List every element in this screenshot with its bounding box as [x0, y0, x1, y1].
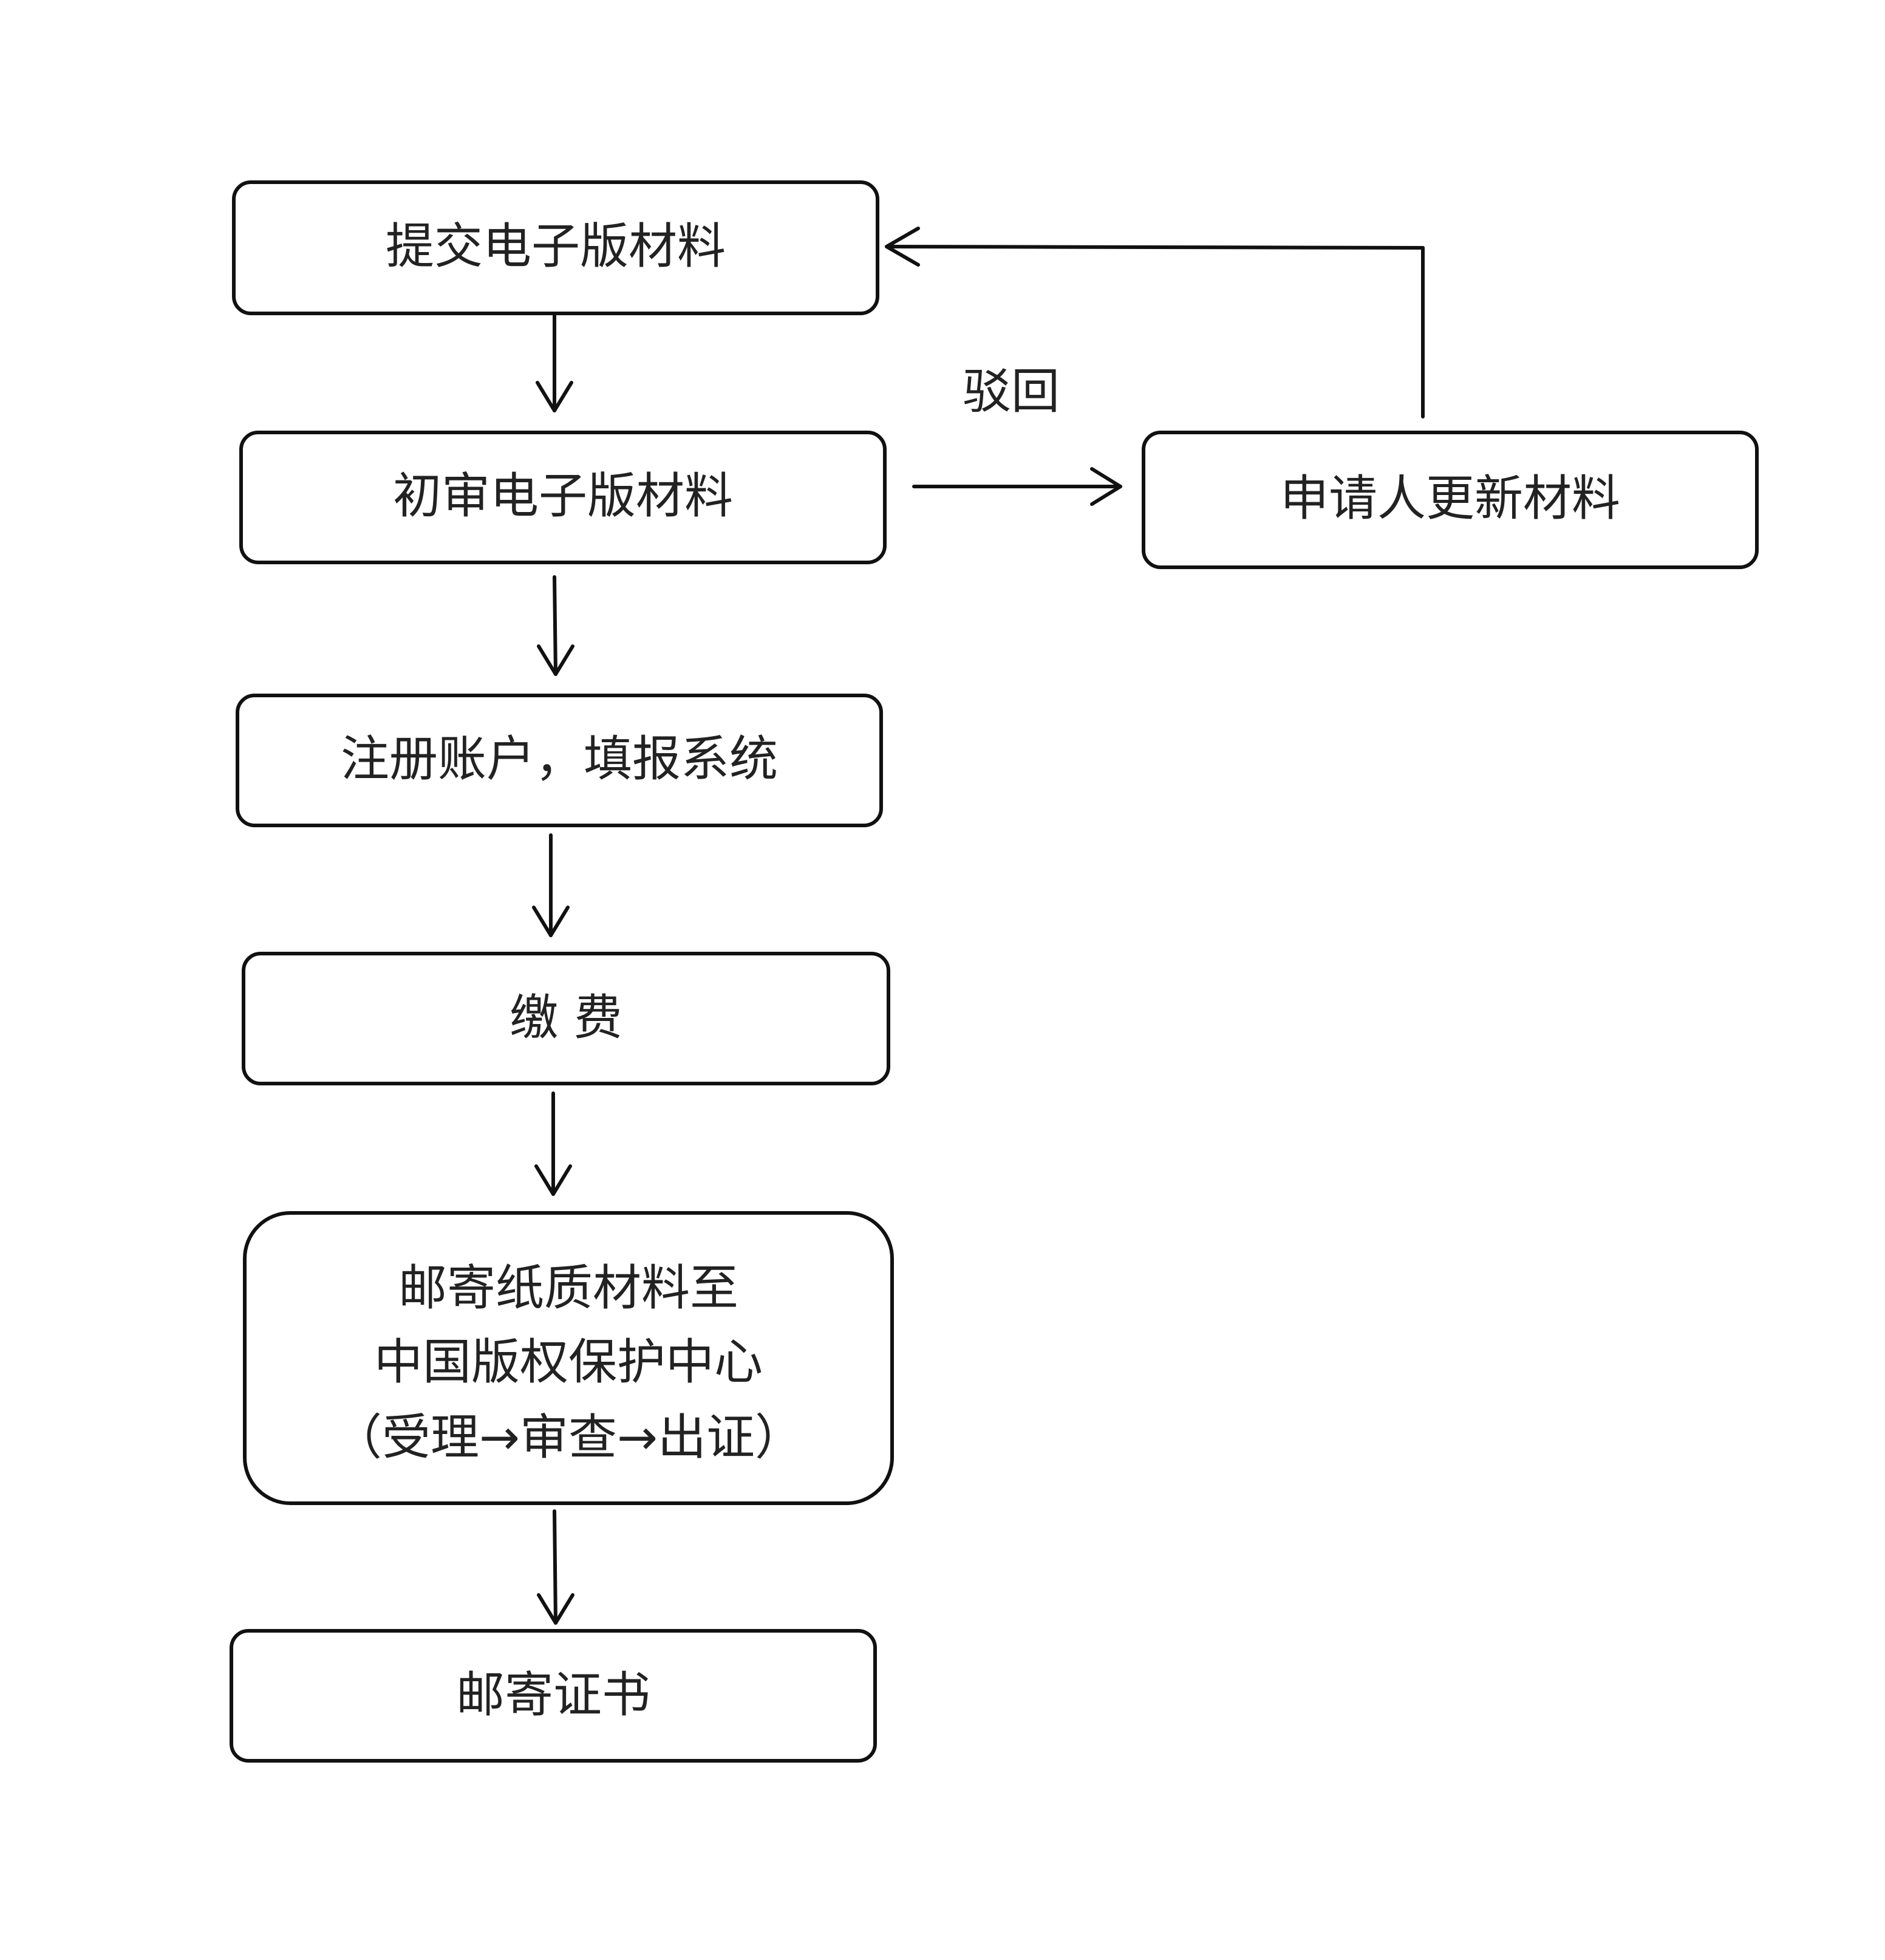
node-mail-materials-line2: 中国版权保护中心 — [374, 1334, 763, 1390]
node-payment: 缴 费 — [242, 952, 890, 1085]
arrow-review-to-register — [537, 575, 574, 676]
node-mail-certificate: 邮寄证书 — [230, 1629, 877, 1763]
arrow-register-to-payment — [532, 833, 570, 937]
node-payment-label: 缴 费 — [510, 989, 622, 1046]
node-update: 申请人更新材料 — [1142, 431, 1759, 569]
node-preliminary-review-label: 初审电子版材料 — [393, 468, 733, 524]
node-mail-materials: 邮寄纸质材料至 中国版权保护中心 （受理→审查→出证） — [243, 1211, 894, 1505]
node-update-box — [1142, 431, 1759, 569]
arrow-update-to-submit — [885, 227, 1425, 418]
node-mail-certificate-box — [230, 1629, 877, 1763]
node-register-box — [236, 694, 883, 827]
node-mail-materials-line3: （受理→审查→出证） — [333, 1409, 803, 1466]
node-mail-materials-line1: 邮寄纸质材料至 — [398, 1260, 738, 1316]
node-register: 注册账户，填报系统 — [236, 694, 883, 827]
node-submit: 提交电子版材料 — [232, 180, 879, 315]
node-mail-certificate-label: 邮寄证书 — [456, 1667, 650, 1723]
node-preliminary-review-box — [239, 431, 887, 564]
arrow-head — [536, 381, 573, 412]
node-submit-box — [232, 180, 879, 315]
arrow-head — [885, 227, 920, 267]
node-update-label: 申请人更新材料 — [1280, 470, 1620, 527]
node-submit-label: 提交电子版材料 — [386, 218, 726, 275]
node-mail-materials-box — [243, 1211, 894, 1505]
node-payment-box — [242, 952, 890, 1085]
arrow-head — [532, 906, 570, 937]
arrow-head — [537, 644, 574, 676]
arrow-review-to-update — [912, 467, 1122, 506]
arrow-head — [1090, 467, 1122, 506]
arrow-mail-to-certificate — [537, 1509, 574, 1625]
arrow-payment-to-mail — [534, 1091, 572, 1196]
arrow-submit-to-review — [536, 314, 573, 412]
arrow-head — [534, 1164, 572, 1196]
node-preliminary-review: 初审电子版材料 — [239, 431, 887, 564]
arrow-head — [537, 1593, 574, 1625]
rejected-label: 驳回 — [963, 363, 1060, 420]
node-register-label: 注册账户，填报系统 — [341, 731, 778, 787]
